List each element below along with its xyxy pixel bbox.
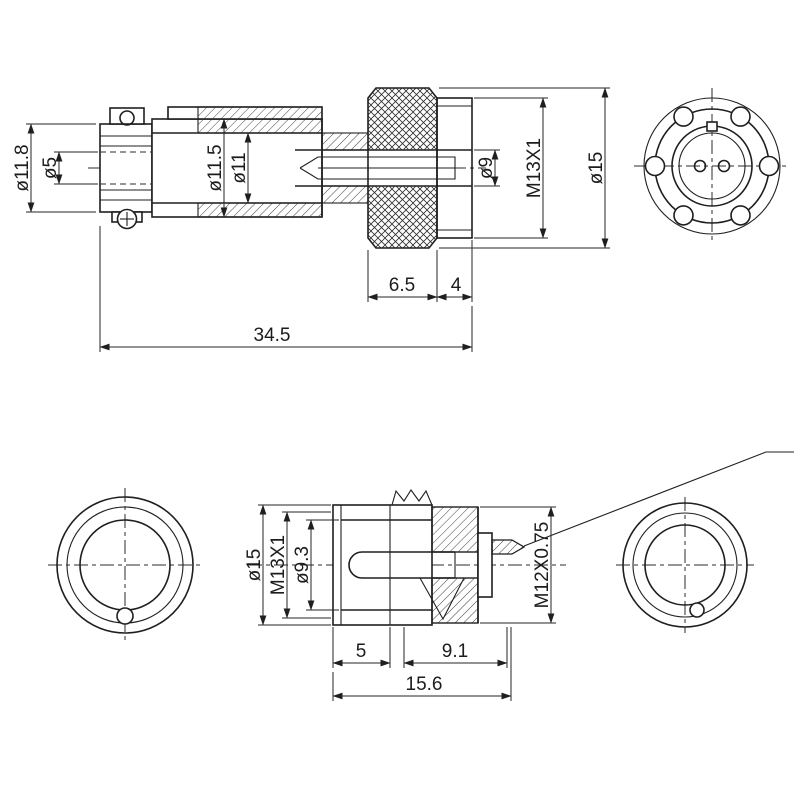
dim-len-4: 4 xyxy=(436,240,473,302)
dim-dia-15-top: ø15 xyxy=(439,87,610,249)
socket-shell xyxy=(332,504,433,626)
nut-section-bottom xyxy=(431,577,479,624)
clamp-ear xyxy=(109,107,145,125)
top-side-view xyxy=(88,87,486,249)
dim-label-len-9-1: 9.1 xyxy=(442,641,468,662)
dim-dia-11-8: ø11.8 xyxy=(12,123,96,213)
bottom-right-front-view xyxy=(616,497,754,633)
bottom-side-view xyxy=(248,451,794,626)
lock-washer-teeth xyxy=(391,489,433,506)
dim-label-len-34-5: 34.5 xyxy=(254,325,291,346)
dim-label-dia-9: ø9 xyxy=(476,157,497,179)
thread-outline xyxy=(436,97,473,239)
dim-len-6-5: 6.5 xyxy=(367,250,438,302)
dim-label-dia-15-top: ø15 xyxy=(586,152,607,185)
inner-circle xyxy=(644,524,726,606)
outer-circle xyxy=(622,502,748,628)
cable-clamp xyxy=(99,107,153,230)
clamp-hole xyxy=(119,110,135,126)
dim-label-thread-m13-top: M13X1 xyxy=(524,138,545,198)
thread-section xyxy=(436,97,473,239)
dim-len-9-1: 9.1 xyxy=(403,627,508,668)
dim-label-len-6-5: 6.5 xyxy=(389,275,415,296)
nut-notch xyxy=(673,205,694,226)
terminal-leader-line xyxy=(523,451,794,547)
neck-hatch-bottom xyxy=(321,185,369,204)
front-outer-circle xyxy=(643,97,781,235)
nut-notch xyxy=(758,155,780,177)
dim-dia-9-3: ø9.3 xyxy=(292,519,339,611)
mounting-nut xyxy=(419,506,526,624)
dim-len-34-5: 34.5 xyxy=(99,226,473,352)
dim-dia-5: ø5 xyxy=(40,151,98,185)
keyway-circle xyxy=(689,602,705,618)
dim-label-dia-11: ø11 xyxy=(229,152,250,183)
pin-hole xyxy=(717,159,731,173)
bottom-left-front-view xyxy=(48,488,202,642)
dim-dia-11: ø11 xyxy=(229,132,252,204)
dim-label-thread-m12: M12X0.75 xyxy=(532,522,553,609)
plug-shell xyxy=(151,106,369,218)
top-dimensions: ø11.8 ø5 ø11.5 ø11 ø9 M13X1 xyxy=(12,87,610,352)
dim-label-dia-11-5: ø11.5 xyxy=(205,144,226,191)
solder-terminal xyxy=(491,539,526,555)
middle-circle xyxy=(632,512,738,618)
dim-dia-9: ø9 xyxy=(474,149,500,187)
dim-label-len-15-6: 15.6 xyxy=(406,674,443,695)
nut-notch xyxy=(673,106,694,127)
coupling-nut xyxy=(367,87,438,249)
insulator-cone xyxy=(419,577,465,621)
dim-thread-m13-bottom: M13X1 xyxy=(268,511,331,619)
dim-label-thread-m13-bottom: M13X1 xyxy=(268,535,289,595)
bottom-dimensions: ø15 M13X1 ø9.3 M12X0.75 5 xyxy=(244,504,556,701)
rear-hub xyxy=(477,532,493,598)
nut-notch xyxy=(730,106,751,127)
nut-notch xyxy=(730,205,751,226)
dim-thread-m12: M12X0.75 xyxy=(480,506,556,624)
dim-dia-11-5: ø11.5 xyxy=(205,118,228,218)
clamp-body xyxy=(99,123,153,213)
dim-label-len-4: 4 xyxy=(451,275,462,296)
dim-label-len-5: 5 xyxy=(356,641,367,662)
dim-dia-15-bottom: ø15 xyxy=(244,504,331,626)
dim-label-dia-15-bottom: ø15 xyxy=(244,549,265,582)
dim-label-dia-5: ø5 xyxy=(40,157,61,179)
nut-section-top xyxy=(431,506,479,553)
pin-hole xyxy=(693,159,707,173)
front-inner-circle xyxy=(678,132,746,200)
keyway-notch xyxy=(706,121,718,132)
shell-section-hatch-bottom xyxy=(197,202,323,218)
nut-notch xyxy=(644,155,666,177)
dim-thread-m13-top: M13X1 xyxy=(474,97,548,239)
shell-section-hatch-top xyxy=(197,106,323,134)
dim-label-dia-9-3: ø9.3 xyxy=(292,546,313,584)
top-front-view xyxy=(634,88,790,244)
contact-slot-end xyxy=(348,551,363,579)
outer-circle xyxy=(56,496,194,634)
neck-hatch-top xyxy=(321,132,369,151)
dim-len-15-6: 15.6 xyxy=(332,627,512,701)
dim-label-dia-11-8: ø11.8 xyxy=(12,144,33,191)
keyway-circle xyxy=(116,607,134,625)
dim-len-5: 5 xyxy=(332,627,391,668)
